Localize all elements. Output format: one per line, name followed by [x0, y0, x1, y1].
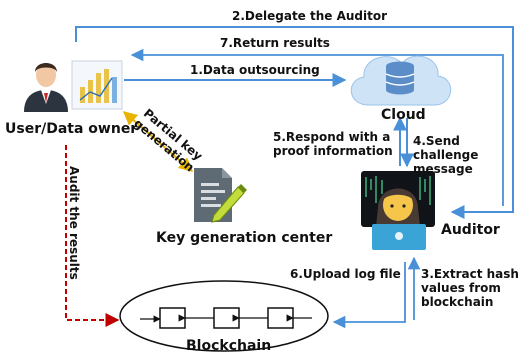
- arrow-return-results: [130, 48, 504, 206]
- edge-return-results-label: 7.Return results: [220, 36, 330, 50]
- edge-upload-log-label: 6.Upload log file: [290, 267, 401, 281]
- arrow-upload-log: [332, 262, 406, 329]
- arrow-delegate-auditor: [75, 26, 514, 219]
- blockchain-shape: [119, 280, 329, 352]
- edge-send-challenge-label: 4.Send challenge message: [413, 134, 479, 176]
- cloud-database-icon: [350, 55, 452, 106]
- user-label: User/Data owner: [5, 121, 138, 137]
- user-icon: [12, 55, 123, 115]
- cloud-label: Cloud: [381, 107, 426, 123]
- kgc-label: Key generation center: [156, 230, 333, 246]
- key-document-icon: [194, 168, 247, 223]
- auditor-icon: [361, 171, 435, 250]
- auditor-label: Auditor: [441, 222, 500, 238]
- edge-audit-results-label: Audit the results: [67, 166, 81, 280]
- edge-extract-hash-label: 3.Extract hash values from blockchain: [421, 267, 519, 309]
- arrow-partial-key: [122, 111, 194, 172]
- arrow-audit-results: [65, 145, 120, 327]
- edge-data-outsourcing-label: 1.Data outsourcing: [190, 63, 320, 77]
- edge-delegate-auditor-label: 2.Delegate the Auditor: [232, 9, 388, 23]
- blockchain-label: Blockchain: [186, 338, 272, 354]
- edge-respond-proof-label: 5.Respond with a proof information: [273, 130, 393, 158]
